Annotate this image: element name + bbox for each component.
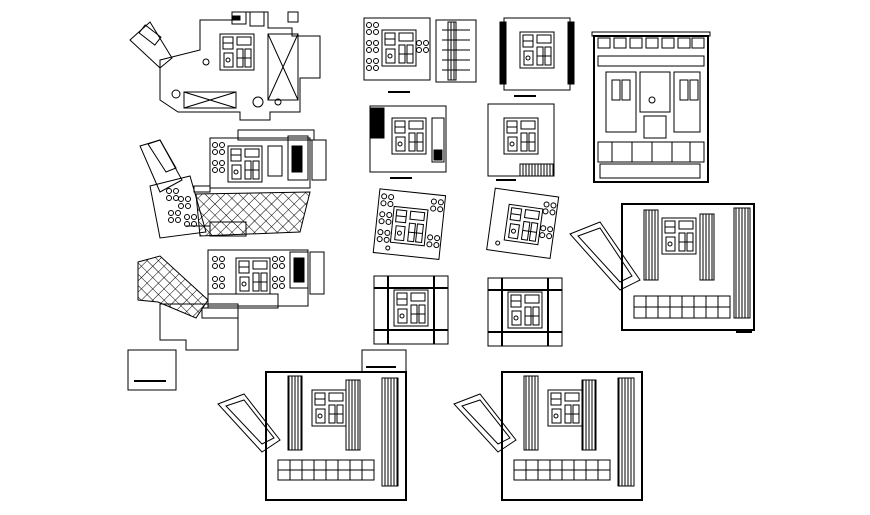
plan-office-floor-detailed xyxy=(591,31,711,183)
plan-tower-structural-grid-a xyxy=(373,275,449,345)
plan-parking-level-bottom-right xyxy=(453,371,643,501)
plan-ground-floor-lobby xyxy=(129,11,321,121)
plan-second-floor-terrace xyxy=(137,249,325,351)
plan-parking-level-bottom-left xyxy=(217,371,407,501)
plan-tower-structural-grid-b xyxy=(487,277,563,347)
plan-tower-typical-b xyxy=(369,105,447,179)
title-block-left xyxy=(127,349,177,391)
plan-tower-typical-d xyxy=(487,103,555,181)
plan-first-floor-restaurant xyxy=(139,129,327,239)
plan-parking-level-right xyxy=(569,203,755,333)
plan-tower-typical-c xyxy=(499,17,575,97)
plan-tower-rotated-a xyxy=(372,188,447,260)
title-block-center xyxy=(361,349,407,373)
plan-tower-rotated-b xyxy=(486,187,560,260)
plan-tower-typical-a xyxy=(363,17,477,93)
